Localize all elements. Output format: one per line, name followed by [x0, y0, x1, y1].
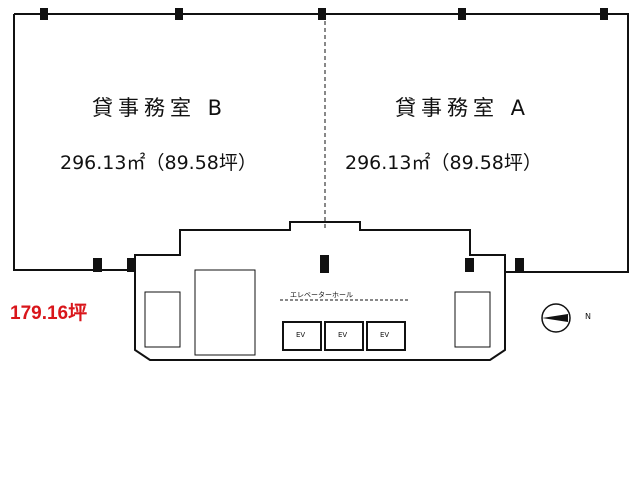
outer-wall [13, 13, 629, 273]
elevator-2 [324, 321, 364, 351]
elevator-1-label: EV [296, 331, 306, 339]
stair-left [144, 291, 181, 348]
corridor-label: エレベーターホール [290, 291, 353, 299]
total-area: 179.16坪 [10, 303, 88, 324]
compass-north-label: N [585, 312, 591, 321]
office-a-area: 296.13㎡（89.58坪） [345, 152, 542, 174]
office-a-label: 貸事務室 A [395, 96, 531, 120]
core-outline [134, 221, 506, 361]
office-b-area: 296.13㎡（89.58坪） [60, 152, 257, 174]
elevator-3-label: EV [380, 331, 390, 339]
restroom [194, 269, 256, 356]
elevator-2-label: EV [338, 331, 348, 339]
elevator-3 [366, 321, 406, 351]
office-b-label: 貸事務室 B [92, 96, 228, 120]
elevator-1 [282, 321, 322, 351]
stair-right [454, 291, 491, 348]
compass-needle [542, 314, 568, 322]
